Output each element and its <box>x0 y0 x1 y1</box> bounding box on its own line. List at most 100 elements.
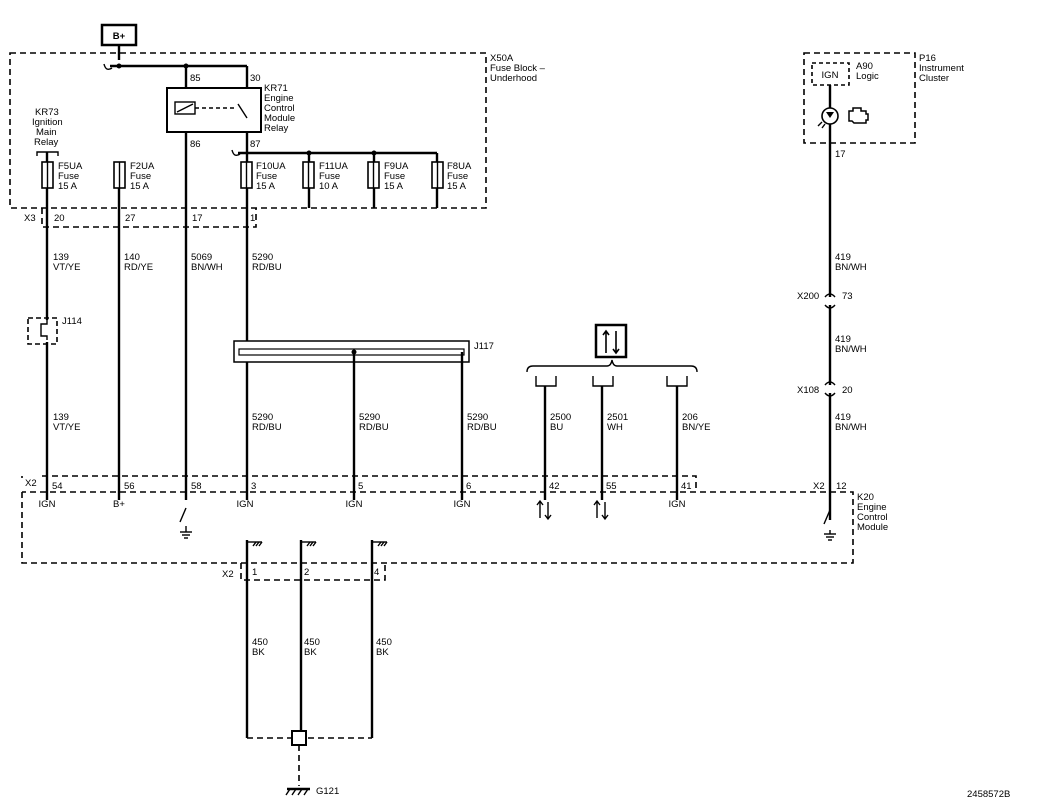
ground-connector-x2: X2 1 2 4 <box>222 563 386 581</box>
ecm-label: K20 Engine Control Module <box>857 492 888 533</box>
svg-text:17: 17 <box>192 213 203 224</box>
svg-text:85: 85 <box>190 73 201 84</box>
svg-text:BN/WH: BN/WH <box>835 262 867 273</box>
svg-text:Fuse: Fuse <box>58 171 79 182</box>
svg-text:KR71: KR71 <box>264 83 288 94</box>
ground-splice <box>291 730 307 746</box>
svg-text:X3: X3 <box>24 213 36 224</box>
svg-text:BU: BU <box>550 422 563 433</box>
instrument-cluster-label: P16 Instrument Cluster <box>919 53 964 84</box>
svg-text:4: 4 <box>374 567 379 578</box>
svg-text:BN/WH: BN/WH <box>835 422 867 433</box>
svg-text:BK: BK <box>252 647 265 658</box>
svg-text:Logic: Logic <box>856 71 879 82</box>
svg-text:B+: B+ <box>113 31 126 42</box>
svg-text:RD/YE: RD/YE <box>124 262 153 273</box>
svg-text:X2: X2 <box>813 481 825 492</box>
svg-text:450: 450 <box>252 637 268 648</box>
svg-text:Instrument: Instrument <box>919 63 964 74</box>
svg-text:Fuse: Fuse <box>256 171 277 182</box>
svg-text:55: 55 <box>606 481 617 492</box>
svg-text:419: 419 <box>835 412 851 423</box>
svg-text:Fuse: Fuse <box>447 171 468 182</box>
svg-text:IGN: IGN <box>39 499 56 510</box>
instrument-pin-17: 17 <box>835 149 846 160</box>
svg-text:30: 30 <box>250 73 261 84</box>
svg-text:F11UA: F11UA <box>319 161 349 172</box>
svg-text:27: 27 <box>125 213 136 224</box>
svg-text:IGN: IGN <box>346 499 363 510</box>
svg-text:73: 73 <box>842 291 853 302</box>
svg-text:15 A: 15 A <box>58 181 78 192</box>
svg-text:Control: Control <box>264 103 295 114</box>
inline-connector-x108: X108 20 <box>797 381 853 397</box>
svg-text:J114: J114 <box>62 316 82 327</box>
bidirectional-arrows-icon <box>536 499 552 521</box>
svg-text:F2UA: F2UA <box>130 161 155 172</box>
svg-text:RD/BU: RD/BU <box>252 262 282 273</box>
fuse-f2ua: F2UA Fuse 15 A <box>113 161 155 192</box>
svg-text:B+: B+ <box>113 499 125 510</box>
svg-text:Fuse: Fuse <box>130 171 151 182</box>
ecm-k20-outline <box>21 476 854 564</box>
serial-data-icon <box>594 323 628 359</box>
inline-connector-x200: X200 73 <box>797 291 853 309</box>
svg-text:Control: Control <box>857 512 888 523</box>
svg-text:Underhood: Underhood <box>490 73 537 84</box>
svg-text:J117: J117 <box>474 341 494 352</box>
splice-j114: J114 <box>27 316 82 345</box>
svg-text:Fuse: Fuse <box>384 171 405 182</box>
svg-text:450: 450 <box>376 637 392 648</box>
svg-text:54: 54 <box>52 481 63 492</box>
bidirectional-arrows-icon <box>593 499 609 521</box>
svg-text:IGN: IGN <box>454 499 471 510</box>
svg-text:15 A: 15 A <box>256 181 276 192</box>
svg-text:Relay: Relay <box>264 123 289 134</box>
svg-text:12: 12 <box>836 481 847 492</box>
svg-text:5290: 5290 <box>359 412 380 423</box>
svg-text:BN/YE: BN/YE <box>682 422 711 433</box>
svg-text:Module: Module <box>857 522 888 533</box>
svg-text:140: 140 <box>124 252 140 263</box>
svg-text:KR73: KR73 <box>35 107 59 118</box>
svg-text:X2: X2 <box>222 569 234 580</box>
svg-text:87: 87 <box>250 139 261 150</box>
svg-text:Engine: Engine <box>264 93 294 104</box>
svg-text:6: 6 <box>466 481 471 492</box>
svg-text:IGN: IGN <box>822 70 839 81</box>
svg-text:58: 58 <box>191 481 202 492</box>
svg-text:VT/YE: VT/YE <box>53 422 80 433</box>
fuse-f9ua: F9UA Fuse 15 A <box>367 161 409 192</box>
svg-text:RD/BU: RD/BU <box>467 422 497 433</box>
serial-connector-stubs <box>535 376 688 387</box>
svg-text:RD/BU: RD/BU <box>252 422 282 433</box>
svg-text:3: 3 <box>251 481 256 492</box>
svg-text:5290: 5290 <box>252 252 273 263</box>
svg-text:IGN: IGN <box>669 499 686 510</box>
svg-text:206: 206 <box>682 412 698 423</box>
relay-kr71: 85 30 86 87 KR71 Engine Control Module R… <box>166 73 295 150</box>
ecm-internal-grounds <box>245 540 388 738</box>
svg-text:X50A: X50A <box>490 53 514 64</box>
relay-kr73: KR73 Ignition Main Relay <box>32 107 63 156</box>
svg-text:419: 419 <box>835 334 851 345</box>
document-id: 2458572B <box>967 789 1010 800</box>
connector-x3: X3 20 27 17 1 <box>24 208 257 228</box>
chassis-ground-icon <box>823 509 836 541</box>
check-engine-icon <box>817 107 869 129</box>
svg-text:Module: Module <box>264 113 295 124</box>
battery-positive-box: B+ <box>100 23 138 47</box>
svg-text:450: 450 <box>304 637 320 648</box>
svg-text:X108: X108 <box>797 385 819 396</box>
svg-text:WH: WH <box>607 422 623 433</box>
